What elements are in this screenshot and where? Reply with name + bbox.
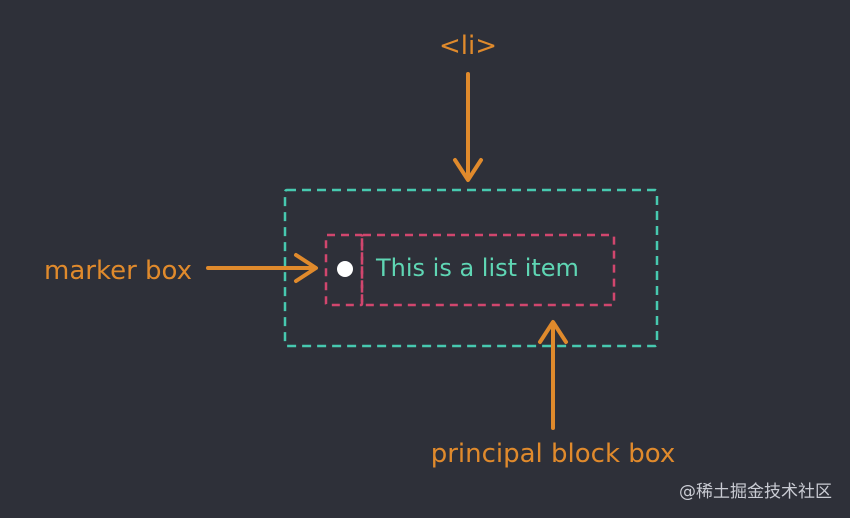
marker-box [324,233,364,307]
marker-box-label: marker box [44,256,192,286]
li-arrow [453,72,483,182]
principal-arrow [538,320,568,430]
list-item-text: This is a list item [375,254,579,282]
principal-block-box [360,233,616,307]
watermark-text: @稀土掘金技术社区 [679,482,832,502]
marker-arrow [206,253,318,283]
principal-block-box-label: principal block box [431,439,676,469]
li-tag-label: <li> [439,31,497,61]
marker-bullet [337,261,353,277]
li-box [283,188,659,348]
